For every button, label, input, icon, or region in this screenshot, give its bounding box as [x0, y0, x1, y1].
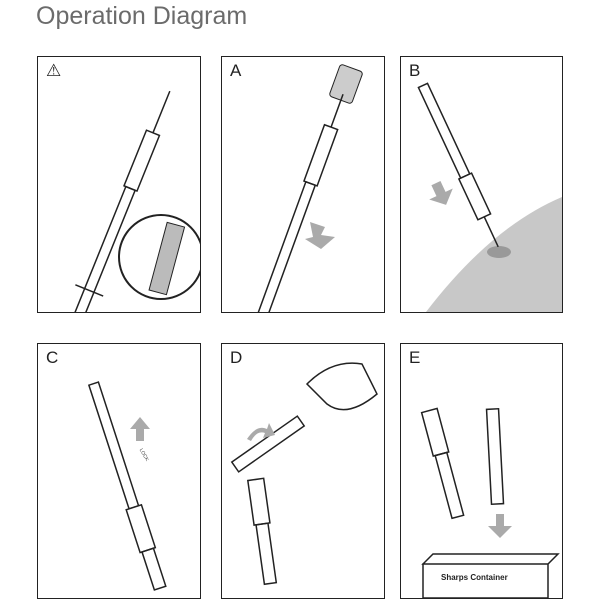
sharps-container-box: [421, 553, 560, 598]
warning-icon: ⚠: [46, 61, 62, 80]
panel-e: E Sharps Container: [400, 343, 563, 599]
step-label-c: C: [46, 348, 59, 367]
panel-c: C LOCK: [37, 343, 201, 599]
inject-illustration: [417, 82, 562, 312]
arrow-up-icon: [130, 417, 150, 441]
panel-d: D: [221, 343, 385, 599]
arrow-down-icon: [305, 222, 335, 249]
step-label-e: E: [409, 348, 421, 367]
panel-a: A: [221, 56, 385, 313]
page-title: Operation Diagram: [36, 2, 248, 30]
step-label-d: D: [230, 348, 243, 367]
rotate-arrow-icon: [247, 423, 275, 441]
arrow-down-icon: [488, 514, 512, 538]
step-label-b: B: [409, 61, 421, 80]
lock-illustration: [87, 381, 167, 591]
sharps-container-label: Sharps Container: [441, 573, 508, 582]
draw-medication-illustration: [253, 64, 363, 312]
arrow-down-icon: [429, 181, 453, 205]
panel-b: B: [400, 56, 563, 313]
panel-warning: ⚠: [37, 56, 201, 313]
dispose-illustration: [420, 407, 560, 598]
break-plunger-illustration: [230, 362, 378, 586]
syringe-illustration: [68, 90, 200, 312]
hand-icon: [305, 362, 378, 411]
step-label-a: A: [230, 61, 242, 80]
